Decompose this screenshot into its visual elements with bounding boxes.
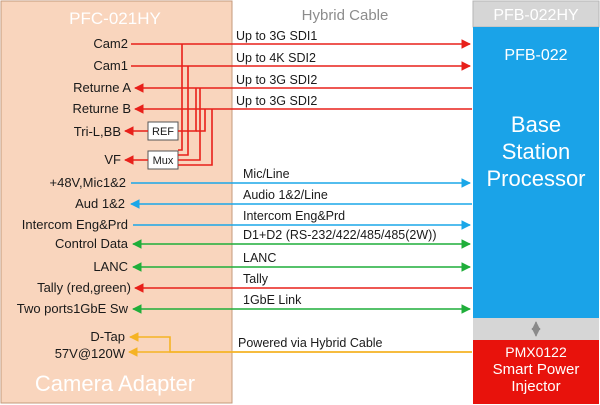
link-label-4k-sdi2: Up to 4K SDI2 [236,51,316,65]
ref-label: REF [152,126,174,138]
signal-audio: Aud 1&2 [75,196,125,211]
injector-line-2: Smart Power [493,361,580,378]
signal-gbe-switch: Two ports1GbE Sw [17,301,129,316]
injector-line-1: PMX0122 [505,344,567,360]
link-label-mic-line: Mic/Line [243,167,290,181]
signal-return-b: Returne B [72,101,131,116]
signal-lanc: LANC [93,259,128,274]
adapter-title: PFC-021HY [69,9,161,28]
signal-return-a: Returne A [73,80,131,95]
base-station-title: PFB-022HY [493,7,579,24]
signal-vf: VF [104,152,121,167]
signal-intercom: Intercom Eng&Prd [22,217,128,232]
processor-model: PFB-022 [504,47,567,64]
branch-mux-b [178,109,213,166]
signal-control-data: Control Data [55,236,129,251]
signal-48v-mic: +48V,Mic1&2 [50,175,127,190]
branch-mux-cam2 [178,44,183,151]
camera-adapter-block [0,0,233,404]
branch-mux-cam1 [178,66,189,156]
branch-mux-a [178,88,201,161]
base-station-processor [473,27,599,318]
link-label-sdi1: Up to 3G SDI1 [236,29,317,43]
link-label-intercom: Intercom Eng&Prd [243,209,345,223]
smart-power-injector [473,340,599,404]
processor-line-2: Station [502,139,571,164]
processor-line-3: Processor [486,166,585,191]
mux-label: Mux [153,155,174,167]
processor-line-1: Base [511,112,561,137]
link-label-audio: Audio 1&2/Line [243,188,328,202]
signal-cam2: Cam2 [93,36,128,51]
link-label-return-a: Up to 3G SDI2 [236,73,317,87]
hybrid-cable-title: Hybrid Cable [302,7,389,24]
signal-57v: 57V@120W [55,346,126,361]
signal-d-tap: D-Tap [90,329,125,344]
branch-ref-b [196,109,206,132]
link-label-return-b: Up to 3G SDI2 [236,94,317,108]
adapter-footer: Camera Adapter [35,371,195,396]
injector-line-3: Injector [511,378,560,395]
link-label-control-data: D1+D2 (RS-232/422/485/485(2W)) [243,228,437,242]
link-label-tally: Tally [243,272,269,286]
base-station-header [472,0,600,28]
signal-tri-level: Tri-L,BB [74,124,121,139]
signal-tally: Tally (red,green) [37,280,131,295]
link-label-power: Powered via Hybrid Cable [238,336,383,350]
signal-cam1: Cam1 [93,58,128,73]
link-label-lanc: LANC [243,251,276,265]
link-label-gbe: 1GbE Link [243,293,302,307]
